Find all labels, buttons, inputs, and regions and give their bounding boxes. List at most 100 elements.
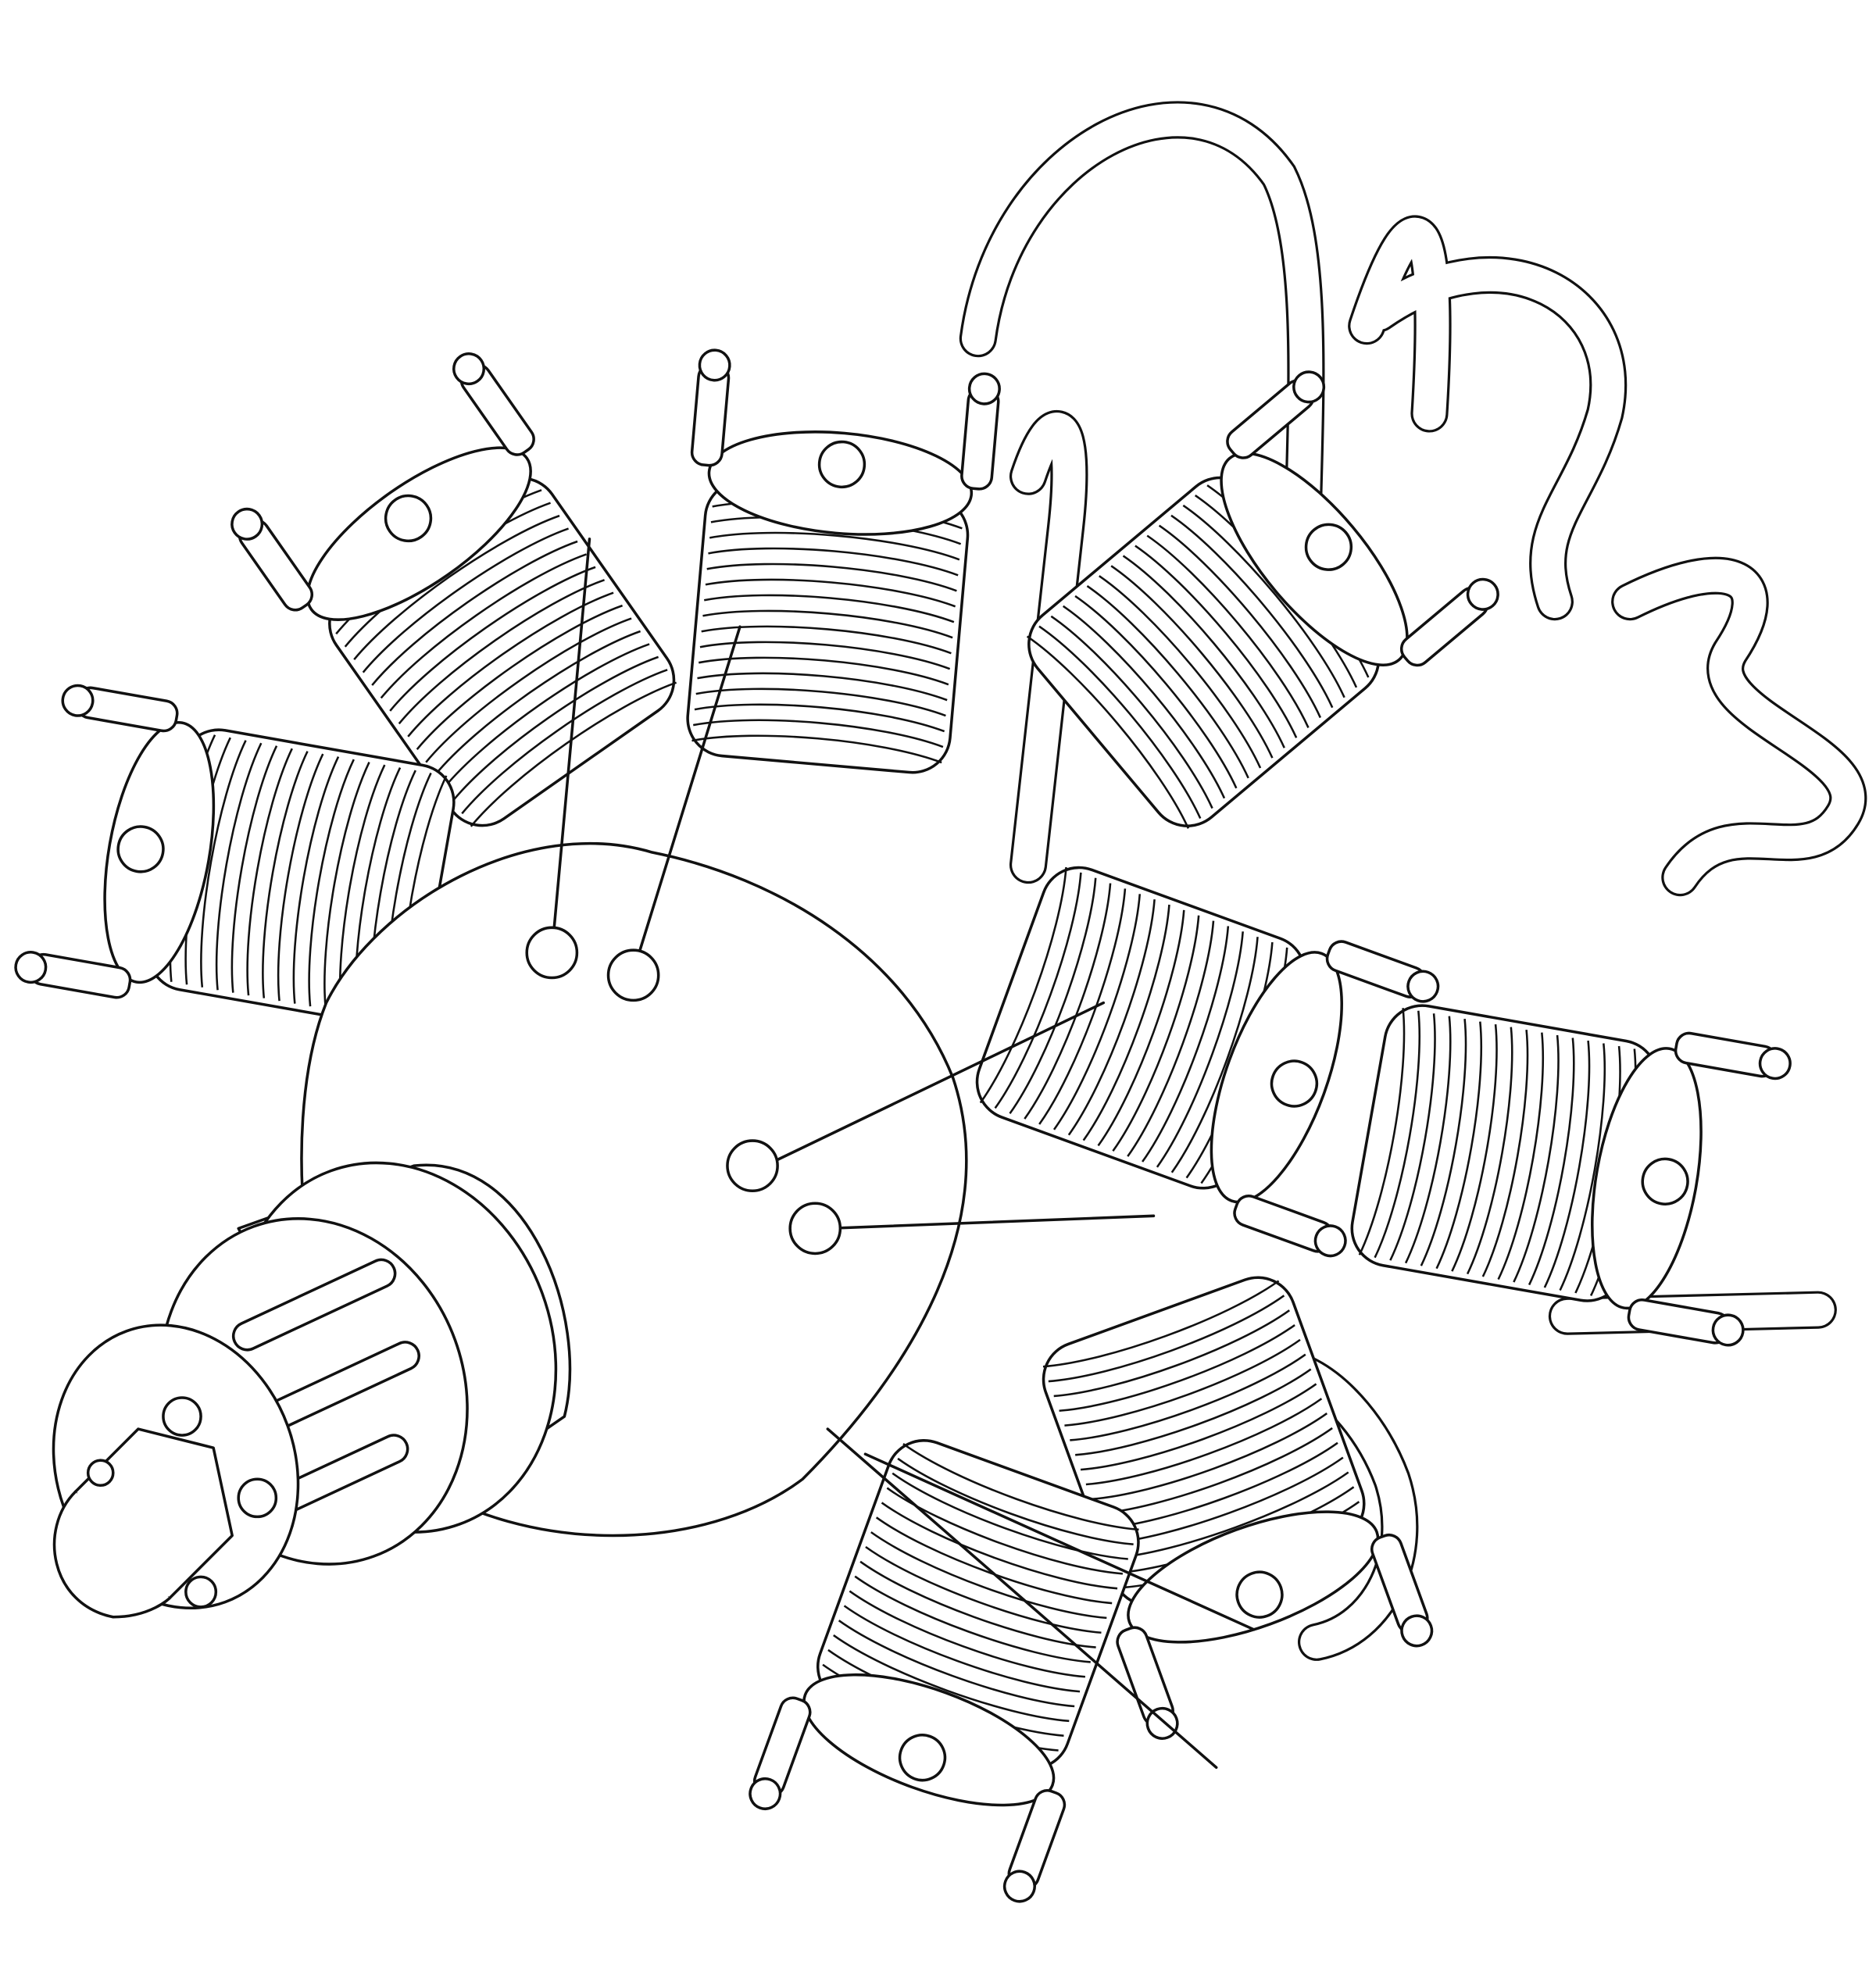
cooling-fin [703, 594, 955, 623]
cooling-fin [1466, 1027, 1513, 1275]
spark-plug [116, 825, 165, 873]
rocker-bolt [1466, 577, 1499, 611]
rocker-bolt [967, 372, 1001, 405]
cooling-fin [849, 1590, 1085, 1678]
cooling-fin [892, 1472, 1128, 1560]
cooling-fin [1156, 931, 1244, 1168]
cooling-fin [416, 604, 624, 751]
spark-plug [1304, 523, 1353, 571]
cooling-fin [859, 1560, 1096, 1648]
propeller-hub [52, 1161, 572, 1619]
cooling-fin [1374, 1010, 1421, 1259]
cooling-fin [1146, 534, 1310, 728]
cooling-fin [1127, 920, 1215, 1157]
cooling-fin [1074, 595, 1238, 789]
cooling-fin [1389, 1013, 1436, 1261]
cooling-fin [1112, 915, 1200, 1152]
cooling-fin [693, 719, 944, 748]
cooling-fin [1070, 1353, 1306, 1441]
cooling-fin [843, 1605, 1081, 1693]
cooling-fin [292, 756, 340, 1004]
spark-plug [384, 494, 433, 543]
rocker-bolt [1002, 1870, 1036, 1903]
cooling-fin [1099, 575, 1262, 769]
rocker-bolt [1406, 970, 1440, 1003]
cooling-fin [1404, 1016, 1452, 1264]
cooling-fin [865, 1545, 1102, 1634]
cooling-fin [215, 742, 263, 991]
cooling-fin [691, 734, 942, 764]
cooling-fin [434, 630, 641, 776]
cooling-fin [1052, 894, 1142, 1130]
cooling-fin [1062, 605, 1226, 799]
cooling-fin [979, 866, 1067, 1104]
cooling-fin [1086, 585, 1249, 779]
cooling-fin [1038, 888, 1127, 1125]
cooling-fin [230, 745, 278, 993]
cooling-fin [706, 563, 957, 592]
cooling-fin [1543, 1040, 1591, 1288]
rocker-bolt [1711, 1313, 1745, 1347]
cooling-fin [705, 578, 956, 608]
cooling-fin [1182, 504, 1345, 698]
rocker-bolt [749, 1777, 782, 1810]
rocker-bolt [1145, 1706, 1179, 1740]
cooling-fin [1082, 904, 1170, 1141]
cooling-fin [875, 1516, 1113, 1605]
cylinders [14, 348, 1792, 1903]
cooling-fin [1358, 1008, 1406, 1255]
rocker-bolt [1400, 1614, 1434, 1648]
cooling-fin [380, 553, 587, 699]
cooling-fin [854, 1575, 1091, 1663]
cooling-fin [1096, 1427, 1333, 1515]
cooling-fin [1038, 625, 1202, 819]
cooling-fin [1135, 545, 1298, 738]
cooling-fin [1097, 909, 1185, 1147]
cylinder [1026, 370, 1499, 829]
cylinder [686, 348, 1001, 774]
cooling-fin [897, 1457, 1134, 1545]
cooling-fin [277, 753, 324, 1002]
cooling-fin [838, 1620, 1075, 1708]
cooling-fin [698, 656, 949, 686]
cooling-fin [1075, 1368, 1312, 1456]
cooling-fin [262, 751, 309, 998]
cooling-fin [701, 625, 952, 655]
cooling-fin [1142, 926, 1230, 1163]
spark-plug [1641, 1157, 1689, 1205]
cooling-fin [1170, 937, 1259, 1173]
spark-plug [817, 440, 867, 489]
cooling-fin [902, 1443, 1139, 1531]
cooling-fin [1528, 1038, 1575, 1286]
cooling-fin [695, 688, 946, 717]
cooling-fin [1053, 1309, 1291, 1398]
cooling-fin [1481, 1029, 1529, 1277]
cooling-fin [1122, 555, 1285, 748]
cooling-fin [708, 547, 959, 577]
rocker-bolt [452, 352, 486, 386]
cooling-fin [881, 1502, 1118, 1590]
cooling-fin [1513, 1034, 1560, 1283]
cooling-fin [371, 540, 578, 686]
cooling-fin [1497, 1032, 1545, 1280]
cooling-fin [425, 617, 632, 763]
cooling-fin [1158, 524, 1322, 719]
cooling-fin [1042, 1280, 1280, 1368]
spark-plug [1235, 1570, 1284, 1619]
spark-plug [898, 1734, 947, 1782]
cooling-fin [1435, 1021, 1483, 1270]
cooling-fin [1113, 1471, 1349, 1559]
cooling-fin [353, 514, 560, 661]
cooling-fin [1080, 1383, 1317, 1471]
cooling-fin [1024, 883, 1112, 1120]
rocker-bolt [1313, 1224, 1347, 1258]
rocker-bolt [1292, 370, 1326, 404]
rocker-bolt [1758, 1047, 1792, 1080]
cooling-fin [389, 566, 596, 712]
cooling-fin [1110, 565, 1274, 759]
cooling-fin [1064, 1338, 1301, 1427]
rocker-bolt [698, 348, 731, 382]
cooling-fin [461, 669, 668, 815]
cooling-fin [1048, 1295, 1285, 1383]
